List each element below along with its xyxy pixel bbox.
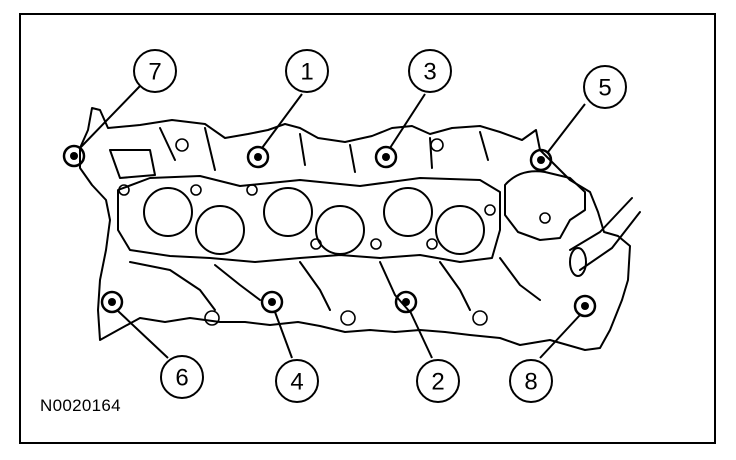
leader-2 [409,310,433,359]
flange-bolt [539,212,551,224]
callout-label-3: 3 [423,59,436,86]
flange-bolt [340,310,356,326]
leader-lines [79,85,586,359]
throttle-pipe [569,197,641,271]
callout-circle-8 [509,359,553,403]
leader-6 [117,310,169,359]
upper-ribs [159,127,489,173]
bolt-4 [260,290,284,314]
bolt-center [581,302,589,310]
pipe-clamp [569,247,587,277]
bolt-8 [573,294,597,318]
manifold-outline [79,107,631,351]
intake-flange [117,175,501,263]
leader-5 [547,103,586,153]
bolt-center [268,298,276,306]
bolt-3 [374,145,398,169]
runner-port [435,205,485,255]
callout-circle-4 [275,359,319,403]
runner-port [143,187,193,237]
flange-bolt [484,204,496,216]
left-bracket [109,149,156,179]
bolt-2 [394,290,418,314]
bolt-center [70,152,78,160]
runner-port [195,205,245,255]
flange-bolts [118,138,551,326]
callout-circle-2 [416,359,460,403]
flange-bolt [426,238,438,250]
flange-bolt [190,184,202,196]
bolt-center [254,153,262,161]
callout-circle-6 [160,355,204,399]
callout-label-4: 4 [290,369,303,396]
figure-code: N0020164 [40,396,121,415]
throttle-body [504,170,586,241]
callout-label-8: 8 [524,369,537,396]
leader-1 [261,93,303,149]
bolt-center [382,153,390,161]
manifold-bolts [62,144,597,318]
callout-circle-5 [583,65,627,109]
callout-circle-3 [408,49,452,93]
bolt-1 [246,145,270,169]
flange-bolt [246,184,258,196]
flange-bolt [118,184,130,196]
runner-port [383,187,433,237]
leader-3 [389,93,426,149]
callout-label-2: 2 [431,369,444,396]
bolt-center [108,298,116,306]
bolt-7 [62,144,86,168]
leader-7 [79,85,141,149]
runner-port [315,205,365,255]
bolt-center [537,156,545,164]
flange-bolt [175,138,189,152]
callout-label-1: 1 [300,59,313,86]
flange-bolt [310,238,322,250]
runner-port [263,187,313,237]
leader-8 [539,314,581,359]
runner-ports [143,187,485,255]
bolt-center [402,298,410,306]
callouts: 7 1 3 5 6 4 2 8 [133,49,627,403]
bolt-centers [70,152,589,310]
bolt-6 [100,290,124,314]
lower-runners [129,257,541,313]
callout-label-5: 5 [598,75,611,102]
callout-circle-7 [133,49,177,93]
bolt-5 [529,148,553,172]
flange-bolt [430,138,444,152]
callout-label-6: 6 [175,365,188,392]
flange-bolt [370,238,382,250]
callout-label-7: 7 [148,59,161,86]
callout-circle-1 [285,49,329,93]
flange-bolt [204,310,220,326]
leader-4 [274,311,293,359]
flange-bolt [472,310,488,326]
